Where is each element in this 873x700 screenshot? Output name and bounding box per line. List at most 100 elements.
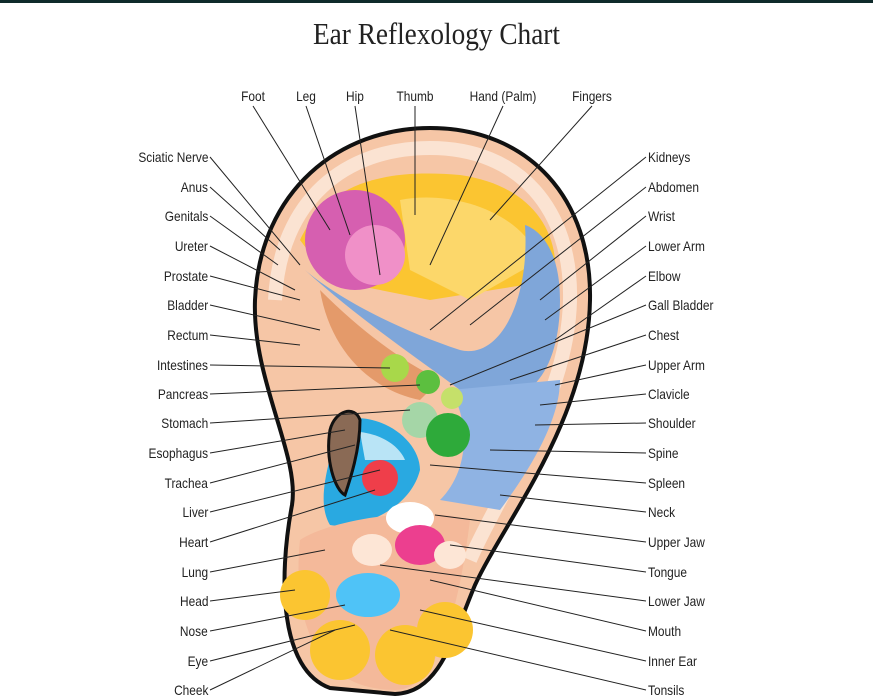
label-heart: Heart xyxy=(178,534,208,550)
label-mouth: Mouth xyxy=(648,623,682,639)
gallbladder-spot xyxy=(441,387,463,409)
intestines-leader-line xyxy=(209,364,391,369)
label-sciatic-nerve: Sciatic Nerve xyxy=(137,149,208,165)
hand-region xyxy=(400,197,540,300)
blue-lower xyxy=(440,380,560,510)
label-inner-ear: Inner Ear xyxy=(648,653,697,669)
label-esophagus: Esophagus xyxy=(148,445,208,461)
label-abdomen: Abdomen xyxy=(648,179,699,195)
tongue-leader-line xyxy=(449,544,647,573)
chest-leader-line xyxy=(509,334,647,381)
heart-leader-line xyxy=(209,489,376,543)
label-spine: Spine xyxy=(648,445,679,461)
tonsils-leader-line xyxy=(389,629,647,691)
label-fingers: Fingers xyxy=(572,88,612,104)
label-eye: Eye xyxy=(187,653,208,669)
abdomen-leader-line xyxy=(469,186,647,326)
label-rectum: Rectum xyxy=(167,327,208,343)
top-border xyxy=(0,0,873,3)
wrist-leader-line xyxy=(539,215,647,301)
liver-spot xyxy=(362,460,398,496)
lower-jaw-leader-line xyxy=(379,564,647,602)
label-stomach: Stomach xyxy=(161,415,208,431)
upper-arm-leader-line xyxy=(554,364,647,386)
label-bladder: Bladder xyxy=(166,297,208,313)
shoulder-leader-line xyxy=(534,422,647,426)
label-wrist: Wrist xyxy=(648,208,675,224)
esophagus-leader-line xyxy=(209,429,346,454)
kidneys-leader-line xyxy=(429,156,647,331)
label-lower-jaw: Lower Jaw xyxy=(648,593,705,609)
label-ureter: Ureter xyxy=(174,238,208,254)
label-upper-arm: Upper Arm xyxy=(648,357,705,373)
label-liver: Liver xyxy=(182,504,208,520)
label-kidneys: Kidneys xyxy=(648,149,691,165)
label-gall-bladder: Gall Bladder xyxy=(648,297,714,313)
neck-leader-line xyxy=(499,494,647,513)
label-prostate: Prostate xyxy=(163,268,208,284)
pancreas-leader-line xyxy=(209,384,421,395)
label-lung: Lung xyxy=(181,564,208,580)
label-tongue: Tongue xyxy=(648,564,688,580)
label-thumb: Thumb xyxy=(396,88,434,104)
label-tonsils: Tonsils xyxy=(648,682,685,698)
hand-palm-leader-line xyxy=(429,105,504,266)
liver-leader-line xyxy=(209,469,381,513)
mouth-leader-line xyxy=(429,579,647,632)
fingers-leader-line xyxy=(489,105,593,221)
nose-leader-line xyxy=(209,604,346,632)
spleen-leader-line xyxy=(429,464,647,484)
label-chest: Chest xyxy=(648,327,680,343)
gall-bladder-leader-line xyxy=(449,304,647,386)
tragus xyxy=(327,409,362,498)
bladder-leader-line xyxy=(209,304,321,331)
ureter-leader-line xyxy=(209,245,296,291)
sciatic-nerve-leader-line xyxy=(209,156,301,266)
eye-leader-line xyxy=(209,624,356,662)
label-leg: Leg xyxy=(296,88,316,104)
label-clavicle: Clavicle xyxy=(648,386,690,402)
label-trachea: Trachea xyxy=(164,475,208,491)
head-leader-line xyxy=(209,589,296,602)
leg-leader-line xyxy=(305,105,351,236)
hip-leader-line xyxy=(354,105,381,276)
chart-title: Ear Reflexology Chart xyxy=(313,16,560,51)
stomach-leader-line xyxy=(209,409,411,424)
label-pancreas: Pancreas xyxy=(157,386,208,402)
lung-leader-line xyxy=(209,549,326,573)
clavicle-leader-line xyxy=(539,393,647,406)
label-neck: Neck xyxy=(648,504,676,520)
ear-illustration xyxy=(252,125,593,697)
prostate-leader-line xyxy=(209,275,301,301)
lower-arm-leader-line xyxy=(544,245,647,321)
label-foot: Foot xyxy=(241,88,265,104)
upper-jaw-leader-line xyxy=(434,514,647,543)
anus-leader-line xyxy=(209,186,281,251)
label-cheek: Cheek xyxy=(173,682,208,698)
label-lower-arm: Lower Arm xyxy=(648,238,705,254)
label-anus: Anus xyxy=(180,179,208,195)
foot-leader-line xyxy=(252,105,331,231)
spine-leader-line xyxy=(489,449,647,454)
inner-ear-leader-line xyxy=(419,609,647,662)
label-nose: Nose xyxy=(180,623,208,639)
intestines-spot xyxy=(381,354,409,382)
label-elbow: Elbow xyxy=(648,268,681,284)
concha-orange xyxy=(320,290,440,400)
label-spleen: Spleen xyxy=(648,475,686,491)
label-hand-palm: Hand (Palm) xyxy=(469,88,537,104)
elbow-leader-line xyxy=(554,275,647,341)
blue-antihelix xyxy=(305,225,560,400)
label-shoulder: Shoulder xyxy=(648,415,696,431)
label-hip: Hip xyxy=(346,88,364,104)
label-head: Head xyxy=(179,593,208,609)
pancreas-spot xyxy=(416,370,440,394)
label-intestines: Intestines xyxy=(157,357,208,373)
label-genitals: Genitals xyxy=(164,208,208,224)
spleen-spot xyxy=(426,413,470,457)
rectum-leader-line xyxy=(209,334,301,346)
label-upper-jaw: Upper Jaw xyxy=(648,534,705,550)
genitals-leader-line xyxy=(209,215,279,266)
trachea-leader-line xyxy=(209,444,356,484)
